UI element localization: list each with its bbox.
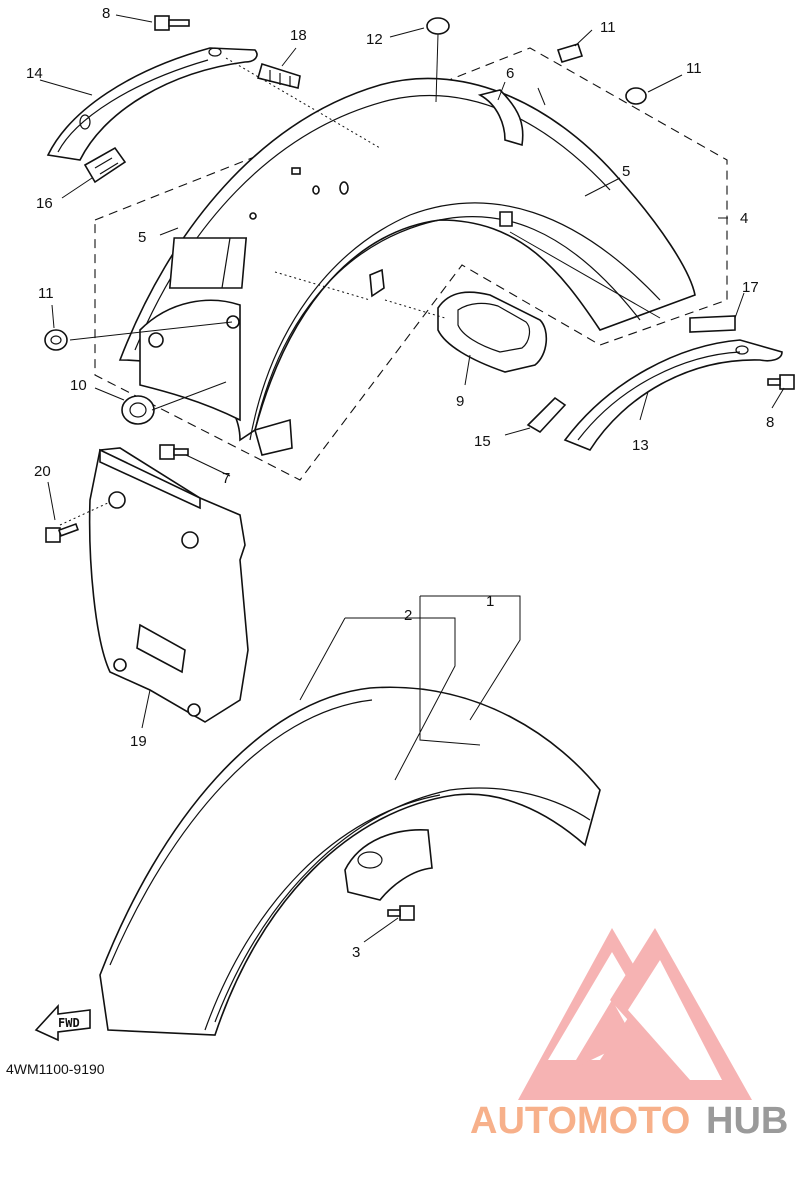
part-17-rail-pad <box>689 315 736 333</box>
guide-line <box>59 501 111 526</box>
callout-8-right: 8 <box>766 414 774 431</box>
part-11-grommet-top <box>556 43 584 63</box>
callout-5-left: 5 <box>138 229 146 246</box>
fwd-label: FWD <box>58 1016 80 1030</box>
part-16-rail-pad <box>83 146 127 184</box>
callout-15: 15 <box>474 433 491 450</box>
callout-4: 4 <box>740 210 748 227</box>
callout-18: 18 <box>290 27 307 44</box>
part-18-rail-pad <box>257 62 301 89</box>
leader-lines <box>39 14 785 943</box>
callout-17: 17 <box>742 279 759 296</box>
part-8-bolt-right <box>767 374 795 390</box>
callout-13: 13 <box>632 437 649 454</box>
guide-line <box>274 271 371 301</box>
callout-2: 2 <box>404 607 412 624</box>
callout-14: 14 <box>26 65 43 82</box>
forward-direction-arrow <box>34 1003 91 1042</box>
part-7-bolt <box>159 444 189 460</box>
callout-6: 6 <box>506 65 514 82</box>
callout-1: 1 <box>486 593 494 610</box>
callout-10: 10 <box>70 377 87 394</box>
callout-8-top: 8 <box>102 5 110 22</box>
rear-fender <box>118 77 696 456</box>
brand-text-secondary: HUB <box>706 1100 788 1142</box>
callout-7: 7 <box>222 470 230 487</box>
front-fender <box>99 686 601 1036</box>
part-12-cap <box>426 17 450 35</box>
part-3-bolt <box>387 905 415 921</box>
callout-16: 16 <box>36 195 53 212</box>
part-19-fender-bracket <box>88 447 249 723</box>
part-13-side-rail <box>563 339 783 451</box>
callout-11-right: 11 <box>686 60 702 77</box>
brand-text-primary: AUTOMOTO <box>470 1100 690 1142</box>
guide-line <box>384 299 446 319</box>
part-20-bolt <box>45 522 79 543</box>
part-8-bolt-top <box>154 15 190 31</box>
part-14-side-rail <box>46 47 258 161</box>
callout-12: 12 <box>366 31 383 48</box>
callout-5-right: 5 <box>622 163 630 180</box>
assembly-boundary-rear-fender <box>94 47 728 481</box>
part-9-tail-plate <box>437 291 548 373</box>
callout-11-left: 11 <box>38 285 54 302</box>
callout-9: 9 <box>456 393 464 410</box>
part-10-grommet <box>121 395 155 425</box>
callout-labels: 8 14 18 16 12 11 11 6 5 5 4 11 10 17 8 1… <box>26 5 774 961</box>
brand-logo <box>518 928 752 1100</box>
callout-20: 20 <box>34 463 51 480</box>
callout-3: 3 <box>352 944 360 961</box>
diagram-code: 4WM1100-9190 <box>6 1061 105 1077</box>
part-11-grommet-left <box>44 329 68 351</box>
callout-11-top: 11 <box>600 19 616 36</box>
part-11-grommet-right <box>625 87 647 105</box>
callout-19: 19 <box>130 733 147 750</box>
part-15-rail-pad <box>526 396 567 434</box>
